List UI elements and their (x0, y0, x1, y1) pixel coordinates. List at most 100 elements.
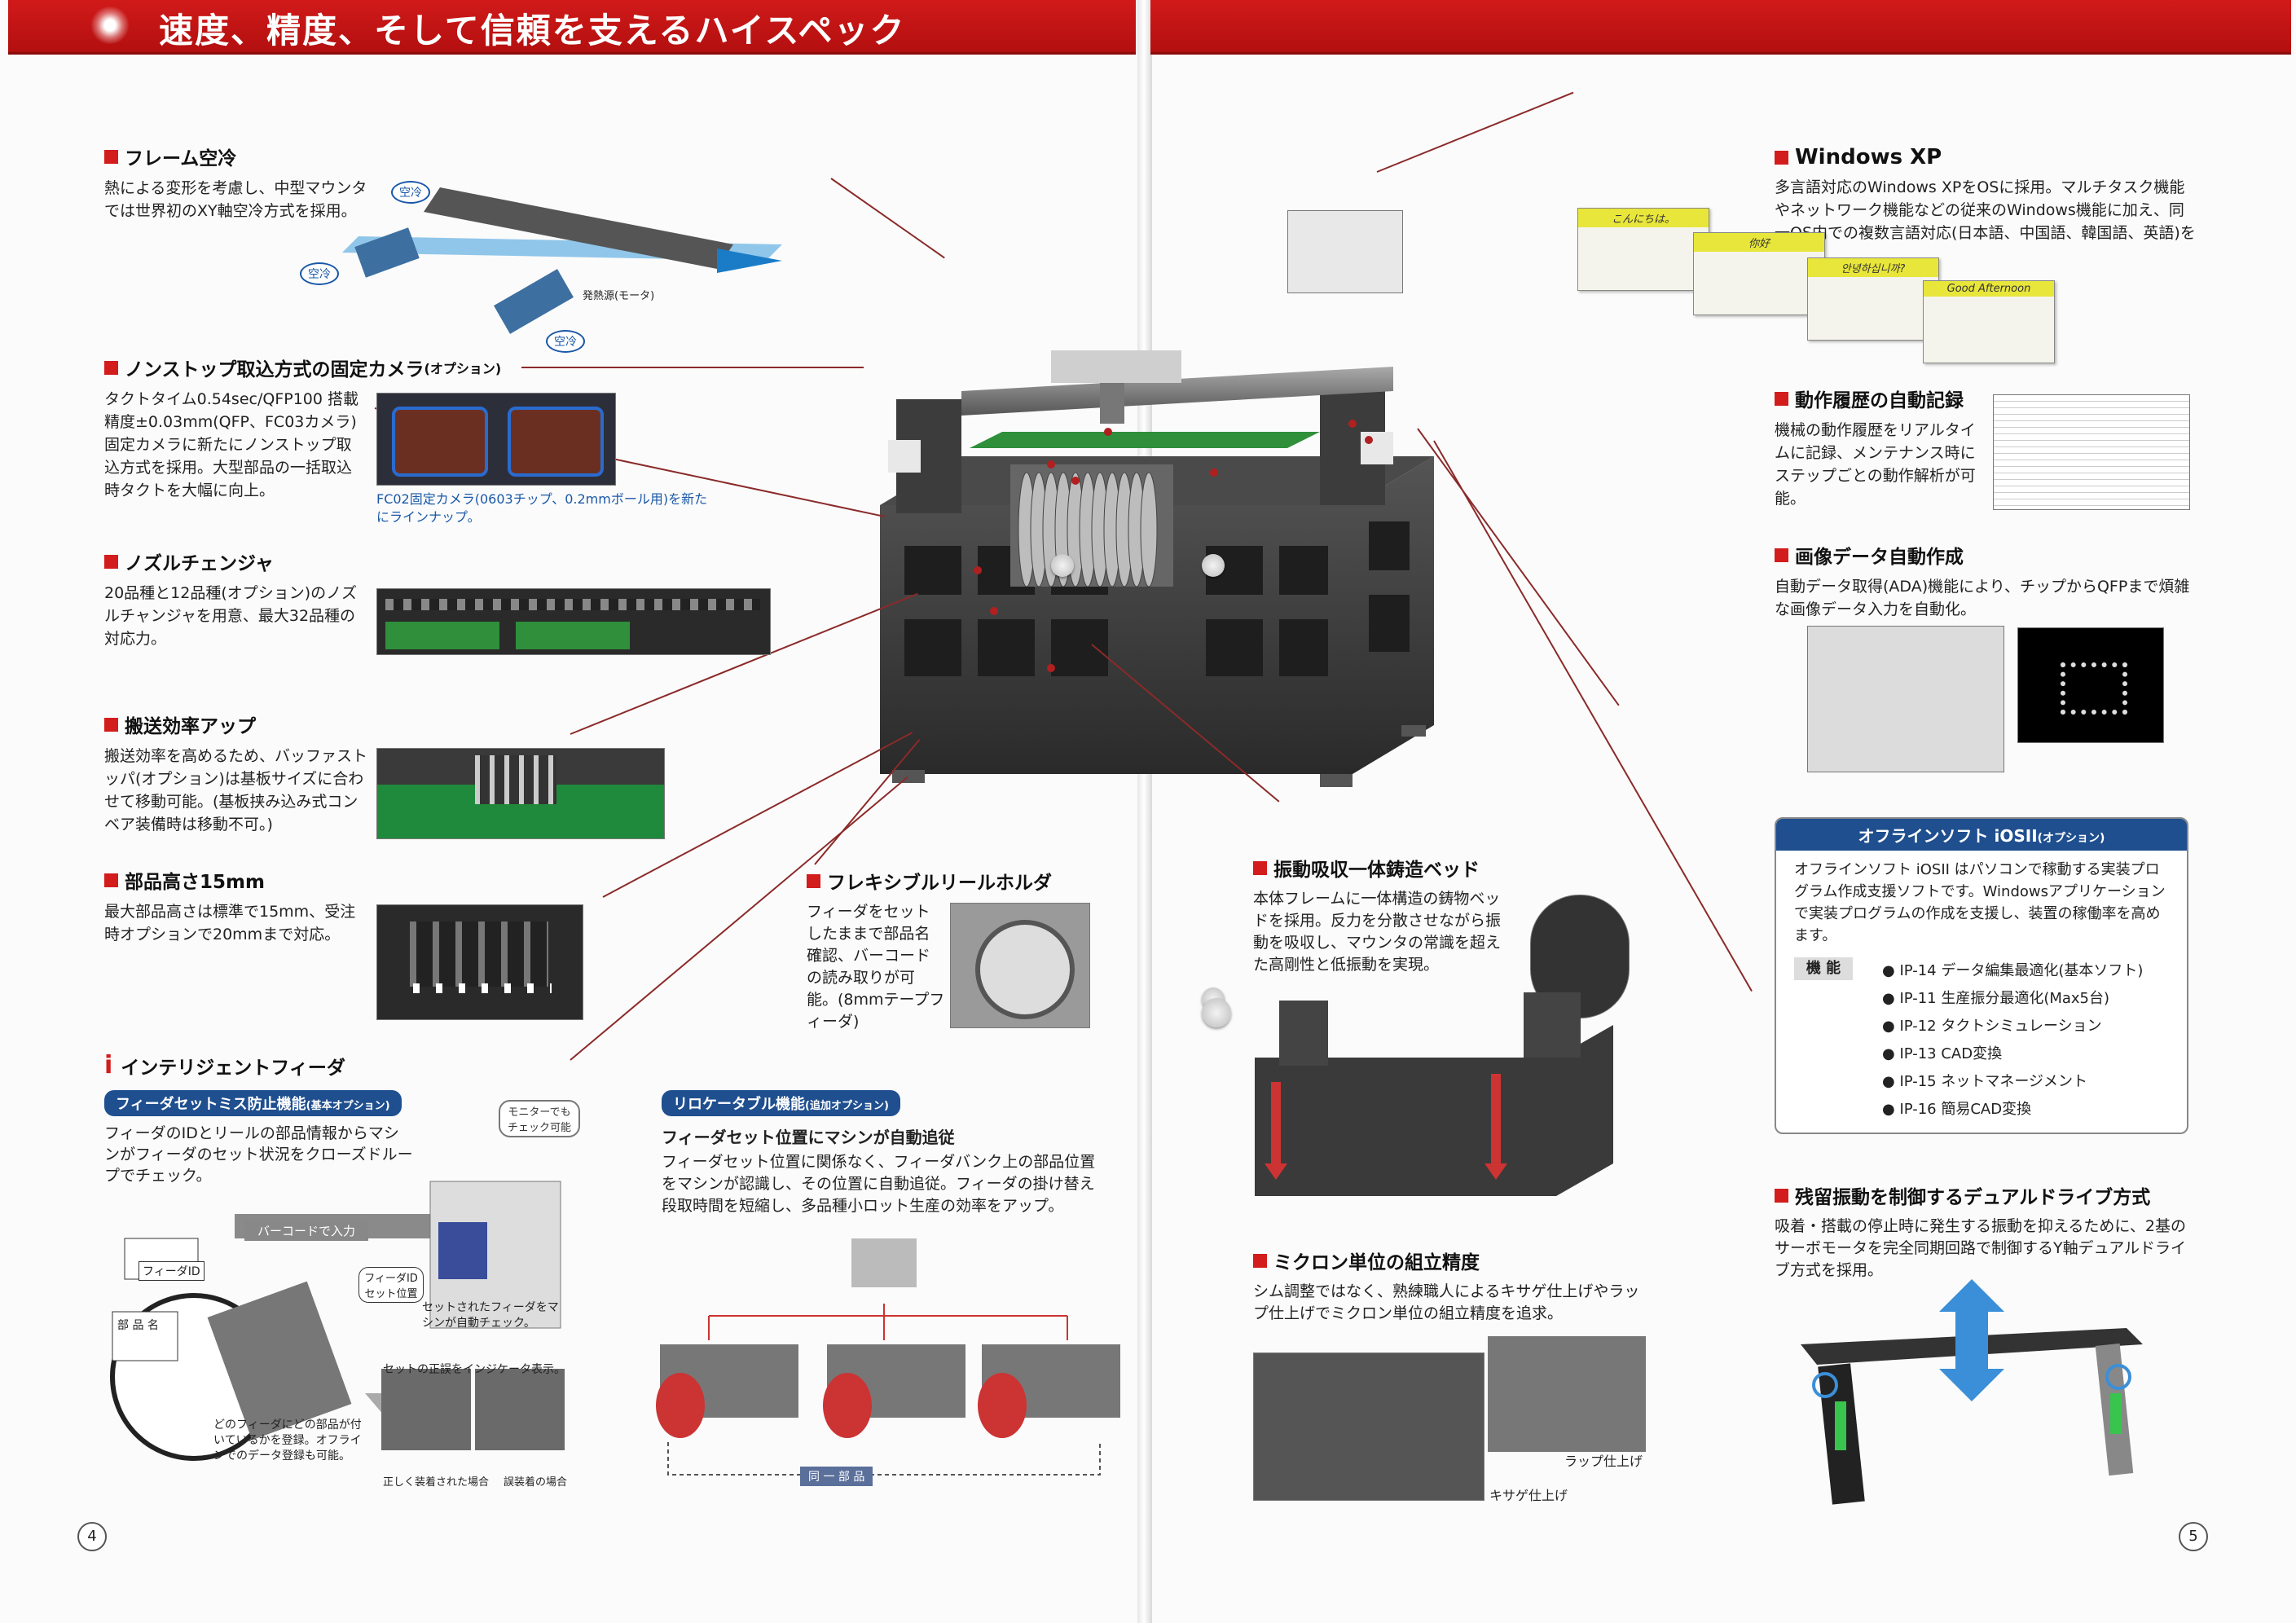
relocatable-svg (656, 1238, 1120, 1476)
dual-drive-illustration (1784, 1271, 2159, 1507)
monitor-screen-photo (1287, 210, 1403, 293)
section-body: 吸着・搭載の停止時に発生する振動を抑えるために、2基のサーボモータを完全同期回路… (1775, 1217, 2187, 1279)
barcode-input-label: バーコードで入力 (244, 1221, 369, 1241)
section-heading: Windows XP (1795, 145, 1942, 169)
machine-illustration (864, 334, 1483, 823)
section-heading: 動作履歴の自動記録 (1795, 390, 1964, 411)
bullet-square-icon (104, 554, 118, 569)
camera-photo (376, 393, 616, 486)
feeder-id-label: フィーダID (139, 1261, 205, 1281)
banner-title: 速度、精度、そして信頼を支えるハイスペック (159, 11, 906, 51)
section-body: 熱による変形を考慮し、中型マウンタでは世界初のXY軸空冷方式を採用。 (104, 179, 367, 220)
same-part-label: 同 一 部 品 (800, 1467, 873, 1486)
section-camera: ノンストップ取込方式の固定カメラ(オプション) タクトタイム0.54sec/QF… (104, 354, 501, 502)
offline-software-panel: オフラインソフト iOSII(オプション) オフラインソフト iOSII はパソ… (1775, 817, 2188, 1134)
panel-title: オフラインソフト iOSII(オプション) (1776, 819, 2187, 851)
bullet-square-icon (1775, 1188, 1788, 1203)
page-number: 4 (77, 1522, 107, 1551)
part-name-label: 部 品 名 (114, 1316, 162, 1334)
dialog-korean: 안녕하십니까? (1807, 257, 1939, 341)
offline-register-caption: どのフィーダにどの部品が付いているかを登録。オフラインでのデータ登録も可能。 (213, 1418, 362, 1462)
cooling-tag: 空冷 (391, 181, 430, 204)
section-windows-xp: Windows XP 多言語対応のWindows XPをOSに採用。マルチタスク… (1775, 145, 2206, 267)
section-heading: フレキシブルリールホルダ (827, 873, 1052, 894)
dialog-chinese: 你好 (1693, 232, 1825, 315)
nozzle-row (385, 599, 760, 610)
lapping-caption: ラップ仕上げ (1564, 1454, 1643, 1469)
scraping-photo (1253, 1352, 1484, 1501)
section-heading: ノンストップ取込方式の固定カメラ (125, 359, 424, 380)
relocatable-diagram (644, 1222, 1133, 1491)
title-banner: 速度、精度、そして信頼を支えるハイスペック (8, 0, 1136, 52)
bullet-square-icon (104, 717, 118, 732)
function-item: ● IP-11 生産振分最適化(Max5台) (1882, 990, 2110, 1007)
info-icon: i (104, 1051, 113, 1080)
bullet-square-icon (1775, 548, 1788, 562)
section-heading: インテリジェントフィーダ (121, 1057, 345, 1079)
ada-screenshot (1807, 626, 2004, 772)
function-item: ● IP-13 CAD変換 (1882, 1045, 2003, 1062)
section-body: 20品種と12品種(オプション)のノズルチャンジャを用意、最大32品種の対応力。 (104, 584, 358, 648)
section-heading: フレーム空冷 (125, 148, 237, 169)
history-log-screenshot (1993, 394, 2190, 510)
function-item: ● IP-15 ネットマネージメント (1882, 1073, 2087, 1090)
wrong-caption: 誤装着の場合 (504, 1476, 568, 1489)
section-heading: 搬送効率アップ (125, 716, 256, 737)
feeder-diagram (104, 1173, 675, 1483)
page-hole (1202, 998, 1231, 1027)
stopper-pins (475, 755, 556, 804)
leader-line (521, 367, 864, 368)
section-body: 多言語対応のWindows XPをOSに採用。マルチタスク機能やネットワーク機能… (1775, 178, 2196, 265)
section-feeder: i インテリジェントフィーダ (104, 1051, 675, 1080)
section-body: 自動データ取得(ADA)機能により、チップからQFPまで煩雑な画像データ入力を自… (1775, 578, 2190, 618)
feeder-sub1: フィーダセットミス防止機能(基本オプション) フィーダのIDとリールの部品情報か… (104, 1090, 414, 1186)
height-photo (376, 904, 583, 1020)
section-body: タクトタイム0.54sec/QFP100 搭載精度±0.03mm(QFP、FC0… (104, 390, 359, 499)
pcb-strip (516, 622, 630, 649)
feature-badge: フィーダセットミス防止機能(基本オプション) (104, 1090, 402, 1116)
section-dual-drive: 残留振動を制御するデュアルドライブ方式 吸着・搭載の停止時に発生する振動を抑える… (1775, 1181, 2198, 1282)
feature-body: フィーダセット位置に関係なく、フィーダバンク上の部品位置をマシンが認識し、その位… (662, 1153, 1096, 1215)
sparkle-icon (90, 7, 130, 44)
bullet-square-icon (1253, 860, 1267, 875)
function-item: ● IP-12 タクトシミュレーション (1882, 1018, 2102, 1035)
bullet-square-icon (104, 149, 118, 164)
indicator-caption: セットの正誤をインジケータ表示。 (383, 1363, 565, 1376)
qfp-chip (2061, 662, 2127, 715)
monitor-tag: モニターでもチェック可能 (499, 1100, 580, 1137)
title-banner-right (1150, 0, 2291, 52)
lapping-photo (1488, 1336, 1646, 1452)
section-body: 搬送効率を高めるため、バッファストッパ(オプション)は基板サイズに合わせて移動可… (104, 747, 368, 833)
chip-marker (1051, 554, 1074, 577)
nozzle-photo (376, 588, 771, 655)
function-list: ● IP-14 データ編集最適化(基本ソフト) ● IP-11 生産振分最適化(… (1882, 957, 2143, 1124)
heat-source-label: 発熱源(モータ) (583, 290, 655, 302)
bullet-square-icon (807, 873, 820, 888)
section-micron: ミクロン単位の組立精度 シム調整ではなく、熟練職人によるキサゲ仕上げやラップ仕上… (1253, 1247, 1660, 1325)
cooling-tag: 空冷 (300, 262, 339, 285)
book-spine (1137, 0, 1152, 1623)
section-heading: 画像データ自動作成 (1795, 547, 1964, 568)
bullet-square-icon (1775, 150, 1788, 165)
camera-caption: FC02固定カメラ(0603チップ、0.2mmボール用)を新たにラインナップ。 (376, 491, 708, 525)
feature-body: フィーダのIDとリールの部品情報からマシンがフィーダのセット状況をクローズドルー… (104, 1124, 413, 1185)
dialog-english: Good Afternoon (1923, 280, 2055, 363)
section-frame-cooling: フレーム空冷 熱による変形を考慮し、中型マウンタでは世界初のXY軸空冷方式を採用… (104, 143, 381, 222)
bullet-square-icon (104, 873, 118, 887)
section-history: 動作履歴の自動記録 機械の動作履歴をリアルタイムに記録、メンテナンス時にステップ… (1775, 385, 2019, 510)
pcb-strip (385, 622, 499, 649)
bed-svg (1255, 992, 1613, 1196)
nozzle-heads (410, 921, 548, 987)
section-nozzle: ノズルチェンジャ 20品種と12品種(オプション)のノズルチャンジャを用意、最大… (104, 548, 381, 650)
bullet-square-icon (1775, 391, 1788, 406)
cooling-svg (342, 187, 782, 334)
dual-drive-svg (1801, 1279, 2143, 1505)
xy-cooling-diagram (310, 171, 815, 358)
section-body: フィーダをセットしたままで部品名確認、バーコードの読み取りが可能。(8mmテープ… (807, 903, 945, 1031)
feeder-id-position-label: フィーダIDセット位置 (358, 1267, 424, 1303)
casting-bed-illustration (1247, 992, 1621, 1212)
bullet-square-icon (104, 360, 118, 375)
section-heading: ノズルチェンジャ (125, 553, 274, 574)
panel-body: オフラインソフト iOSII はパソコンで稼動する実装プログラム作成支援ソフトで… (1794, 861, 2166, 944)
function-label: 機 能 (1794, 957, 1853, 980)
